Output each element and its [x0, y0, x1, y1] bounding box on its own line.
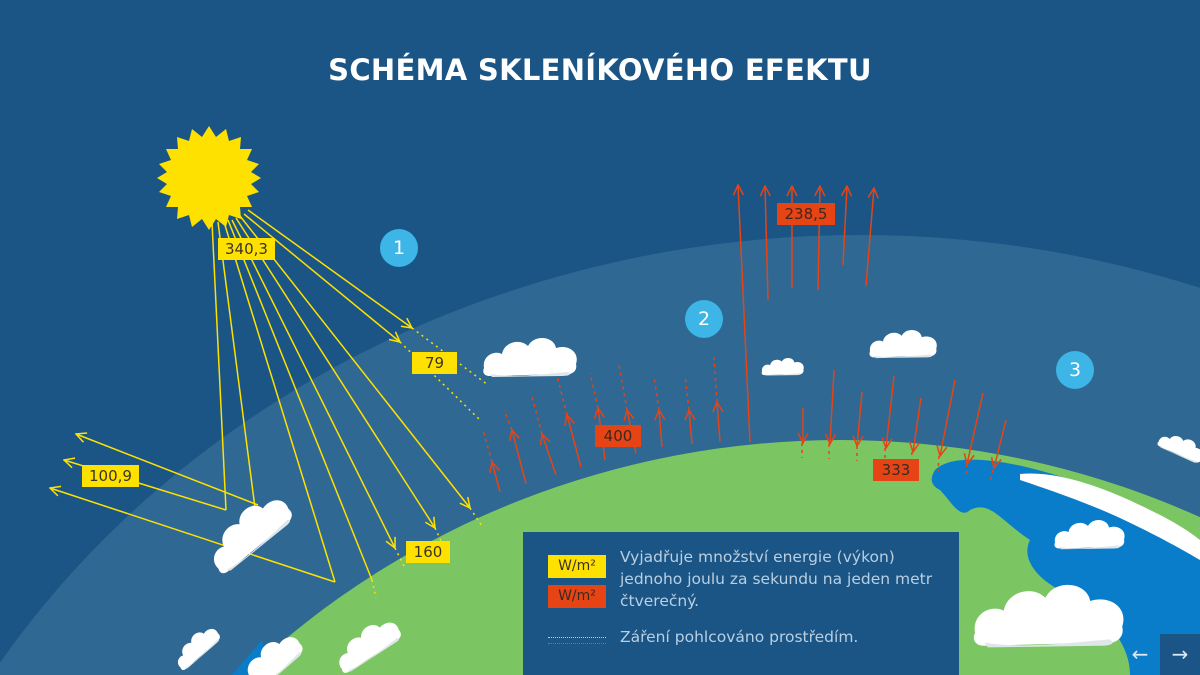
step-badge-2[interactable]: 2 — [685, 300, 723, 338]
legend-dotted-red — [548, 643, 606, 644]
value-incoming-solar: 340,3 — [218, 238, 275, 260]
back-radiation-rays — [803, 369, 1007, 468]
sun-icon — [157, 126, 261, 230]
step-badge-3[interactable]: 3 — [1056, 351, 1094, 389]
prev-arrow-button[interactable]: ← — [1120, 634, 1160, 675]
value-surface-emission: 400 — [595, 425, 641, 447]
arrow-right-icon: → — [1171, 642, 1189, 666]
legend-unit-red: W/m² — [548, 585, 606, 608]
value-absorbed-surface: 160 — [406, 541, 450, 563]
legend-absorbed-description: Záření pohlcováno prostředím. — [620, 628, 859, 646]
value-back-radiation: 333 — [873, 459, 919, 481]
legend-unit-description: Vyjadřuje množství energie (výkon) jedno… — [620, 548, 933, 610]
legend-unit-yellow: W/m² — [548, 555, 606, 578]
legend-dotted-yellow — [548, 637, 606, 638]
value-outgoing-longwave: 238,5 — [777, 203, 835, 225]
step-badge-1[interactable]: 1 — [380, 229, 418, 267]
legend-panel: W/m² W/m² Vyjadřuje množství energie (vý… — [523, 532, 959, 675]
cloud-band — [1020, 473, 1200, 560]
absorbed-thermal-dotted — [482, 356, 994, 483]
arrow-left-icon: ← — [1131, 642, 1149, 666]
page-title: SCHÉMA SKLENÍKOVÉHO EFEKTU — [328, 53, 872, 88]
incoming-solar-rays — [211, 209, 470, 583]
next-arrow-button[interactable]: → — [1160, 634, 1200, 675]
outgoing-longwave-rays — [738, 185, 874, 443]
value-absorbed-atmosphere: 79 — [412, 352, 457, 374]
value-reflected: 100,9 — [82, 465, 139, 487]
